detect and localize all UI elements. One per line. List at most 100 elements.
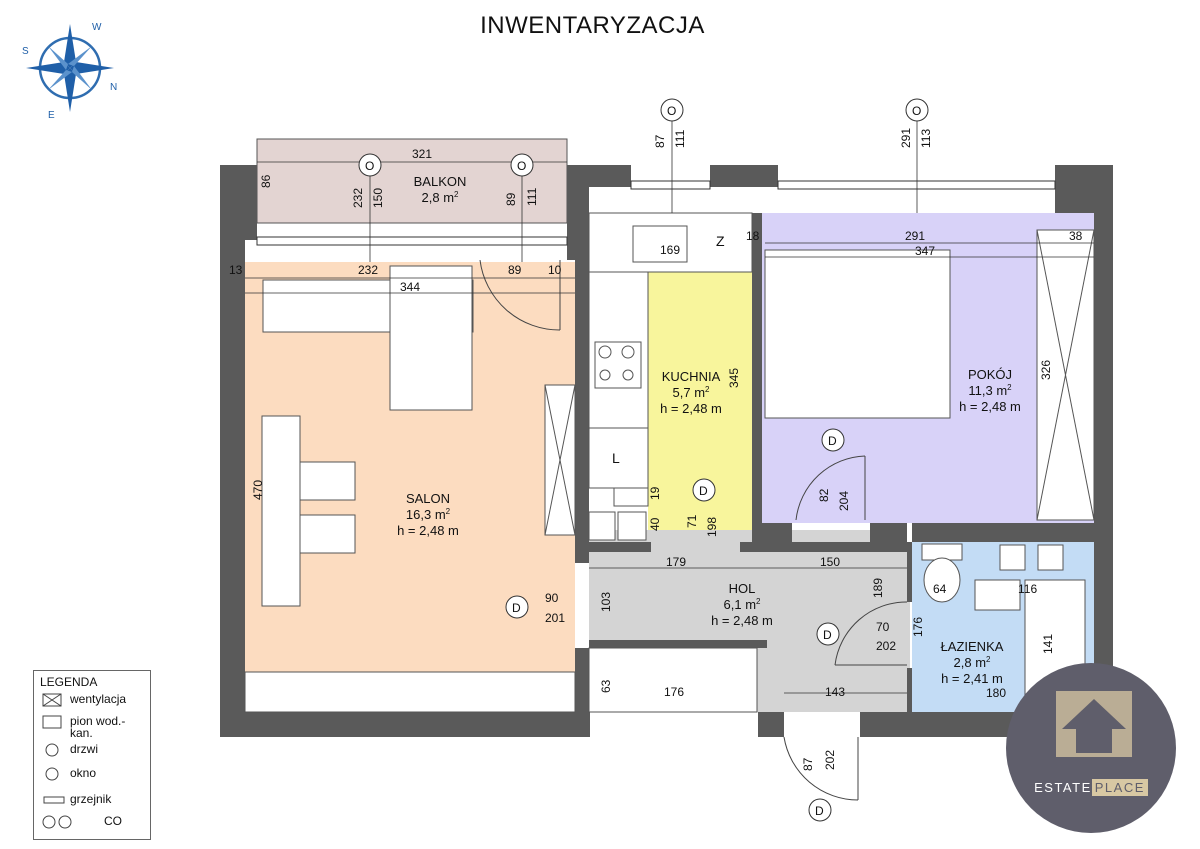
brand-name-part2: PLACE [1091,779,1148,796]
room-balkon [256,138,568,224]
salon-area: 16,3 [406,507,431,522]
svg-text:111: 111 [673,129,687,148]
svg-text:86: 86 [259,174,273,188]
svg-text:90: 90 [545,591,559,605]
svg-text:204: 204 [837,491,851,511]
svg-text:291: 291 [899,128,913,148]
svg-text:O: O [912,104,921,118]
svg-text:16,3 m2: 16,3 m2 [406,507,451,522]
ventilation-icon [42,693,62,707]
legend: LEGENDA wentylacja pion wod.- kan. drzwi… [33,670,151,840]
door-icon [45,743,59,757]
svg-text:87: 87 [801,757,815,771]
svg-text:2,8 m2: 2,8 m2 [422,190,460,205]
lazienka-height: h = 2,41 m [941,671,1003,686]
legend-item-door: drzwi [42,743,150,765]
door-markers: D D D D D [505,428,845,822]
windows [256,180,1056,246]
storage-mark: L [612,450,620,466]
svg-text:321: 321 [412,147,432,161]
svg-text:345: 345 [727,368,741,388]
house-logo-icon [1056,691,1132,757]
svg-text:O: O [365,159,374,173]
svg-text:202: 202 [876,639,896,653]
pokoj-name: POKÓJ [968,367,1012,382]
window-markers: O O O O [358,98,929,177]
svg-text:63: 63 [599,679,613,693]
kuchnia-height: h = 2,48 m [660,401,722,416]
svg-text:70: 70 [876,620,890,634]
lazienka-name: ŁAZIENKA [941,639,1004,654]
compass-e: E [48,110,55,121]
legend-item-heating: CO [42,815,150,837]
svg-text:D: D [512,601,521,615]
svg-text:180: 180 [986,686,1006,700]
balkon-area: 2,8 [422,190,440,205]
svg-text:38: 38 [1069,229,1083,243]
svg-text:64: 64 [933,582,947,596]
hol-height: h = 2,48 m [711,613,773,628]
svg-text:143: 143 [825,685,845,699]
dimension-texts: 321 86 232 150 89 111 13 232 89 10 344 4… [229,128,1083,771]
svg-text:89: 89 [504,192,518,206]
svg-text:150: 150 [371,188,385,208]
salon-name: SALON [406,491,450,506]
svg-text:176: 176 [911,617,925,637]
svg-text:176: 176 [664,685,684,699]
svg-text:5,7 m2: 5,7 m2 [673,385,711,400]
svg-text:179: 179 [666,555,686,569]
svg-text:D: D [815,804,824,818]
svg-text:13: 13 [229,263,243,277]
svg-text:18: 18 [746,229,760,243]
svg-text:198: 198 [705,517,719,537]
legend-item-ventilation: wentylacja [42,693,150,715]
dimension-lines [245,115,1094,694]
salon-furniture [244,265,576,713]
sink-icon [632,225,688,263]
svg-text:89: 89 [508,263,522,277]
svg-text:71: 71 [685,514,699,528]
svg-text:111: 111 [525,187,539,206]
salon-height: h = 2,48 m [397,523,459,538]
svg-text:470: 470 [251,480,265,500]
svg-text:189: 189 [871,578,885,598]
pokoj-furniture [764,229,1095,521]
svg-text:116: 116 [1018,582,1037,596]
svg-text:D: D [699,484,708,498]
door-swings [479,259,908,801]
fridge-mark: Z [716,233,725,249]
pokoj-area: 11,3 [968,383,992,398]
svg-text:O: O [667,104,676,118]
page-title: INWENTARYZACJA [480,12,705,39]
svg-text:10: 10 [548,263,562,277]
svg-text:232: 232 [358,263,378,277]
compass-n: N [110,82,117,93]
hol-name: HOL [729,581,756,596]
svg-text:169: 169 [660,243,680,257]
legend-title: LEGENDA [40,675,98,689]
svg-text:D: D [823,628,832,642]
svg-text:150: 150 [820,555,840,569]
radiator-icon [43,796,65,804]
riser-icon [42,715,62,729]
legend-item-riser: pion wod.- kan. [42,715,150,739]
stove-icon [594,341,642,389]
svg-text:40: 40 [648,517,662,531]
balkon-name: BALKON [414,174,467,189]
heating-icon [42,815,72,829]
kuchnia-name: KUCHNIA [662,369,721,384]
pokoj-height: h = 2,48 m [959,399,1021,414]
svg-text:O: O [517,159,526,173]
window-icon [45,767,59,781]
legend-item-window: okno [42,767,150,789]
washbasin-icon [974,579,1021,611]
svg-text:291: 291 [905,229,925,243]
svg-text:D: D [828,434,837,448]
walls [220,165,1113,737]
kuchnia-area: 5,7 [673,385,691,400]
hall-cupboard [588,647,758,713]
compass-w: W [92,22,102,33]
svg-text:326: 326 [1039,360,1053,380]
svg-text:202: 202 [823,750,837,770]
